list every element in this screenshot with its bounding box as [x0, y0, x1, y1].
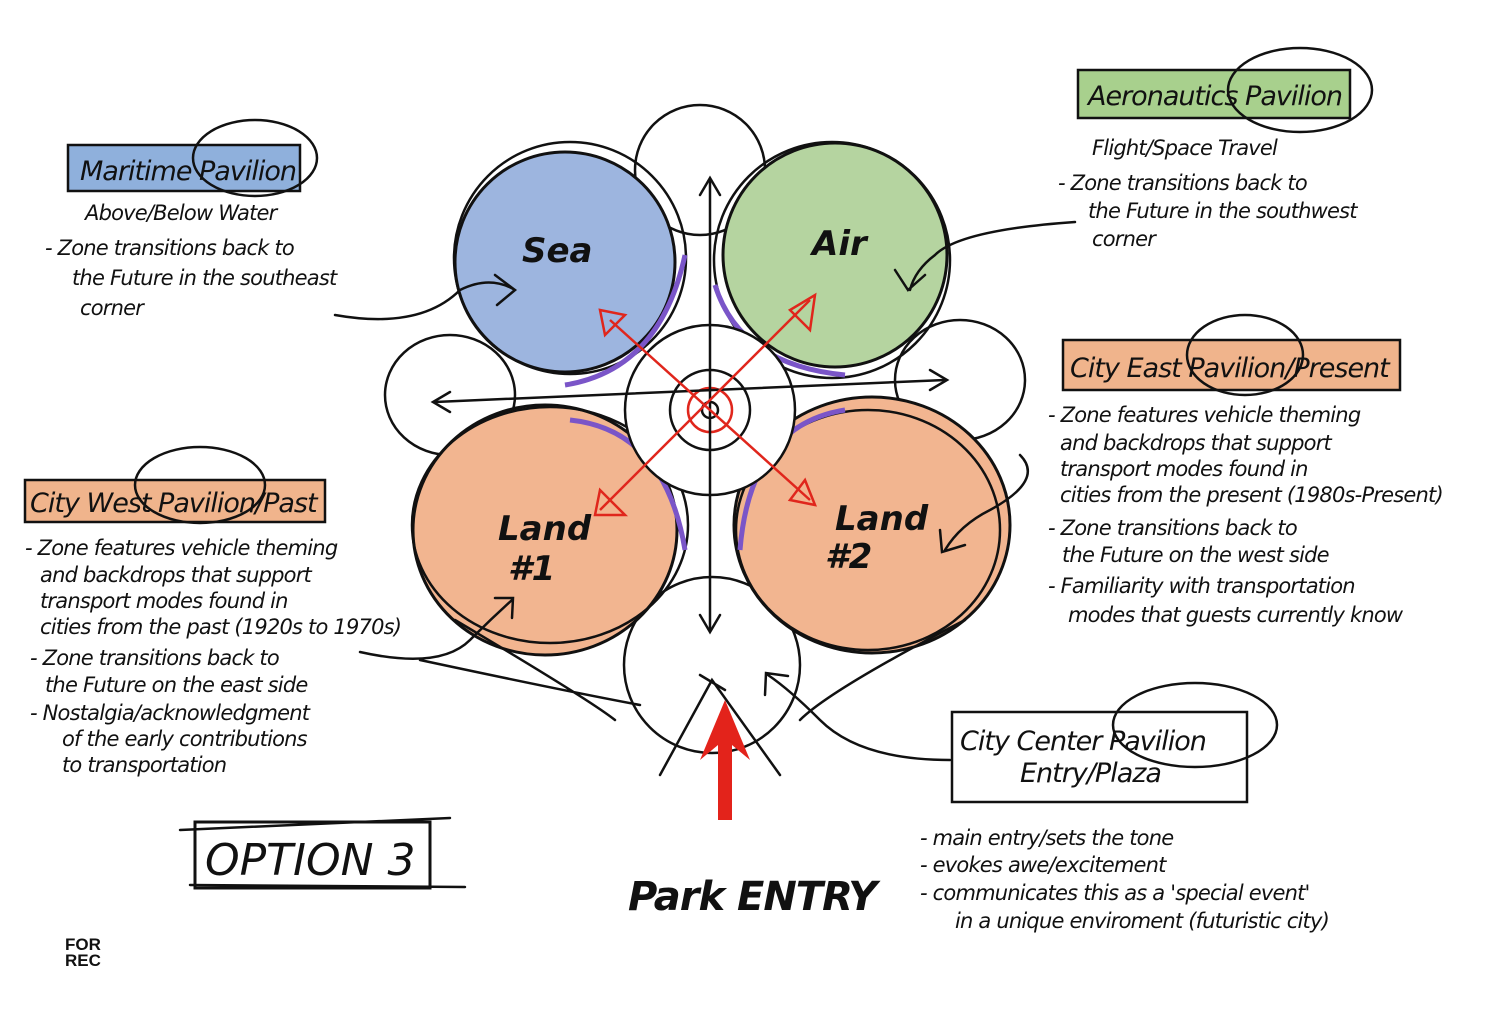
svg-text:- communicates this as a 'spec: - communicates this as a 'special event' — [920, 881, 1310, 905]
park-entry-arrow-icon — [700, 700, 750, 820]
aeronautics-circle — [1226, 46, 1374, 134]
svg-text:modes that guests currently kn: modes that guests currently know — [1068, 603, 1404, 627]
city-east-title: City East Pavilion/Present — [1070, 353, 1391, 384]
perimeter-lines — [418, 618, 967, 722]
svg-text:- Zone transitions back to: - Zone transitions back to — [1048, 516, 1297, 540]
land1-sketch-ring — [410, 405, 690, 645]
air-sketch-ring — [712, 140, 952, 380]
aeronautics-title: Aeronautics Pavilion — [1086, 81, 1342, 112]
svg-text:REC: REC — [65, 951, 101, 970]
svg-text:and backdrops that support: and backdrops that support — [40, 563, 313, 587]
svg-text:the Future in the southeast: the Future in the southeast — [72, 266, 338, 290]
land2-number: #2 — [825, 537, 872, 577]
svg-text:cities from the past (1920s to: cities from the past (1920s to 1970s) — [40, 615, 401, 639]
land2-zone — [732, 395, 1012, 655]
city-center-leader-arrow — [763, 671, 952, 762]
svg-text:and backdrops that support: and backdrops that support — [1060, 431, 1333, 455]
entry-plaza-circle — [622, 575, 802, 755]
svg-text:the Future on the west side: the Future on the west side — [1062, 543, 1329, 567]
svg-text:- Familiarity with transportat: - Familiarity with transportation — [1048, 574, 1355, 598]
air-label: Air — [809, 224, 869, 264]
city-center-notes: - main entry/sets the tone - evokes awe/… — [920, 826, 1330, 933]
svg-text:corner: corner — [1092, 227, 1157, 251]
land2-label: Land — [835, 499, 929, 539]
park-entry-label: Park ENTRY — [628, 874, 881, 920]
svg-text:transport modes found in: transport modes found in — [40, 589, 288, 613]
city-west-circle — [133, 445, 267, 525]
sea-edge — [564, 254, 688, 388]
svg-text:- Nostalgia/acknowledgment: - Nostalgia/acknowledgment — [30, 701, 311, 725]
city-west-notes: - Zone features vehicle theming and back… — [25, 536, 402, 777]
maritime-notes: - Zone transitions back to the Future in… — [45, 236, 339, 320]
svg-text:- Zone features vehicle themin: - Zone features vehicle theming — [1048, 403, 1361, 427]
svg-text:in a unique enviroment (futuri: in a unique enviroment (futuristic city) — [955, 909, 1329, 933]
svg-text:to transportation: to transportation — [62, 753, 226, 777]
svg-text:the Future on the east side: the Future on the east side — [45, 673, 308, 697]
red-diagonal-arrows — [593, 292, 818, 517]
entry-cone — [658, 677, 782, 777]
svg-text:- evokes awe/excitement: - evokes awe/excitement — [920, 853, 1167, 877]
svg-text:- Zone features vehicle themin: - Zone features vehicle theming — [25, 536, 338, 560]
maritime-subtitle: Above/Below Water — [83, 201, 279, 225]
maritime-title: Maritime Pavilion — [80, 156, 296, 187]
option-label: OPTION 3 — [205, 835, 416, 886]
svg-text:corner: corner — [80, 296, 145, 320]
svg-text:cities from the present (1980s: cities from the present (1980s-Present) — [1060, 483, 1443, 507]
svg-text:of the early contributions: of the early contributions — [62, 727, 308, 751]
svg-text:FOR: FOR — [65, 935, 101, 954]
entry-mark — [698, 673, 727, 692]
forrec-logo: FOR REC — [65, 935, 101, 970]
city-west-title: City West Pavilion/Past — [30, 488, 319, 519]
city-east-notes: - Zone features vehicle theming and back… — [1048, 403, 1444, 627]
aeronautics-leader-arrow — [893, 220, 1077, 292]
option-box — [193, 820, 432, 890]
sea-label: Sea — [522, 231, 593, 271]
maritime-circle — [191, 118, 319, 198]
land1-number: #1 — [508, 549, 555, 589]
city-west-leader-arrow — [358, 596, 515, 660]
aeronautics-notes: - Zone transitions back to the Future in… — [1058, 171, 1359, 251]
maritime-leader-arrow — [333, 273, 518, 321]
city-west-title-box — [23, 478, 327, 524]
svg-text:the Future in the southwest: the Future in the southwest — [1088, 199, 1358, 223]
aeronautics-title-box — [1076, 68, 1352, 120]
svg-text:- Zone transitions back to: - Zone transitions back to — [30, 646, 279, 670]
city-center-subtitle: Entry/Plaza — [1020, 758, 1161, 789]
city-east-title-box — [1061, 338, 1402, 392]
city-center-circle — [1111, 681, 1279, 769]
aeronautics-subtitle: Flight/Space Travel — [1092, 136, 1278, 160]
city-east-circle — [1185, 313, 1305, 397]
svg-text:transport modes found in: transport modes found in — [1060, 457, 1308, 481]
option-box-sketch — [178, 816, 467, 889]
land1-label: Land — [498, 509, 592, 549]
svg-text:- Zone transitions back to: - Zone transitions back to — [45, 236, 294, 260]
city-center-title: City Center Pavilion — [960, 726, 1206, 757]
maritime-title-box — [66, 143, 302, 193]
city-east-leader-arrow — [938, 453, 1030, 554]
svg-text:- Zone transitions back to: - Zone transitions back to — [1058, 171, 1307, 195]
svg-text:- main entry/sets the tone: - main entry/sets the tone — [920, 826, 1173, 850]
land2-sketch-ring — [734, 408, 1002, 652]
